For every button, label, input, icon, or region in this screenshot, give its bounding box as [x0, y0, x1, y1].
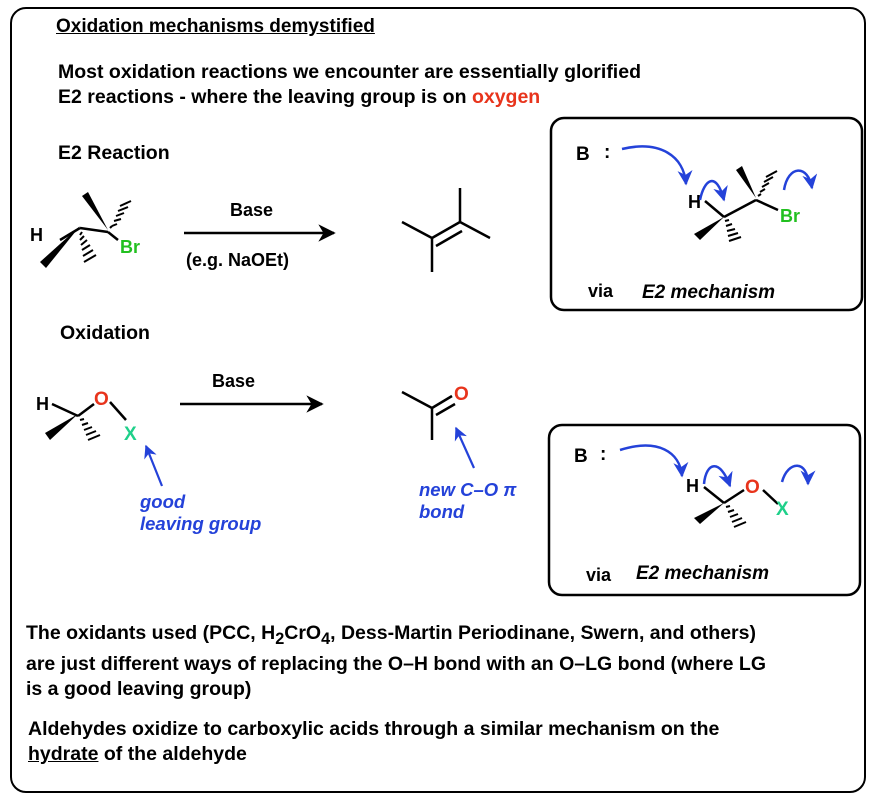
alkene-product	[401, 188, 491, 272]
paragraph-aldehydes-line-1: Aldehydes oxidize to carboxylic acids th…	[28, 718, 720, 740]
atom-h: H	[30, 225, 43, 245]
intro-line-1: Most oxidation reactions we encounter ar…	[58, 61, 641, 83]
outer-frame	[10, 7, 866, 793]
e2-box-via: via	[588, 281, 614, 301]
hash-bond	[79, 231, 97, 263]
pi-bond-arrow	[454, 426, 476, 469]
paragraph-oxidants: The oxidants used (PCC, H2CrO4, Dess-Mar…	[26, 621, 766, 702]
e2-box-colon: :	[604, 142, 610, 163]
oxidation-heading: Oxidation	[60, 322, 150, 344]
leaving-group-arrow	[144, 444, 164, 487]
ox-box-mechanism: E2 mechanism	[636, 563, 769, 584]
ox-curved-arrow-base	[619, 444, 689, 478]
e2-curved-arrow-base	[621, 145, 693, 186]
ox-box-atom-h: H	[686, 476, 699, 496]
e2-box-atom-br: Br	[780, 206, 800, 226]
ox-box-atom-o: O	[745, 477, 760, 498]
ox-box-molecule: H O X	[686, 476, 789, 528]
e2-box-mechanism: E2 mechanism	[642, 282, 775, 303]
wedge-bond	[40, 226, 80, 268]
oxygen-highlight: oxygen	[471, 86, 541, 108]
paragraph-aldehydes: Aldehydes oxidize to carboxylic acids th…	[28, 717, 719, 767]
e2-mechanism-box	[549, 116, 864, 312]
paragraph-aldehydes-line-2: hydrate of the aldehyde	[28, 743, 247, 765]
page-title: Oxidation mechanisms demystified	[56, 16, 375, 37]
ox-curved-arrow-ch	[702, 465, 733, 488]
product-atom-o: O	[454, 384, 469, 405]
ox-atom-h: H	[36, 394, 49, 414]
e2-reactant-molecule: H Br	[30, 192, 140, 268]
ox-curved-arrow-ox	[780, 464, 816, 486]
bond-c-br	[107, 231, 119, 241]
atom-br: Br	[120, 237, 140, 257]
hydrate-term: hydrate	[28, 743, 99, 765]
hash-bond-top	[109, 200, 132, 229]
e2-box-atom-h: H	[688, 192, 701, 212]
oxidation-mechanism-box	[547, 423, 862, 597]
e2-heading: E2 Reaction	[58, 142, 170, 164]
ox-atom-o: O	[94, 389, 109, 410]
paragraph-oxidants-line-2: are just different ways of replacing the…	[26, 652, 767, 675]
wedge-bond-top	[82, 192, 108, 230]
ox-box-atom-x: X	[776, 499, 789, 520]
ox-box-base: B	[574, 446, 588, 467]
leaving-group-label: good leaving group	[140, 491, 262, 534]
bond-c-c	[79, 226, 109, 234]
paragraph-oxidants-line-3: is a good leaving group)	[26, 677, 252, 700]
intro-text: Most oxidation reactions we encounter ar…	[58, 60, 641, 110]
pi-bond-label: new C–O π bond	[419, 479, 517, 522]
intro-line-2: E2 reactions - where the leaving group i…	[58, 86, 541, 108]
e2-box-molecule: H Br	[688, 166, 800, 242]
e2-arrow-top-label: Base	[230, 200, 274, 220]
e2-box-base: B	[576, 144, 590, 165]
e2-curved-arrow-ch	[698, 179, 728, 202]
ketone-product: O	[401, 384, 469, 440]
oxidation-reactant-molecule: H O X	[36, 389, 137, 445]
paragraph-oxidants-line-1: The oxidants used (PCC, H2CrO4, Dess-Mar…	[26, 622, 756, 648]
e2-arrow-bottom-label: (e.g. NaOEt)	[186, 250, 290, 270]
e2-curved-arrow-cbr	[782, 169, 818, 191]
ox-box-via: via	[586, 565, 612, 585]
ox-box-colon: :	[600, 444, 606, 465]
oxidation-arrow-top-label: Base	[212, 371, 256, 391]
ox-atom-x: X	[124, 424, 137, 445]
